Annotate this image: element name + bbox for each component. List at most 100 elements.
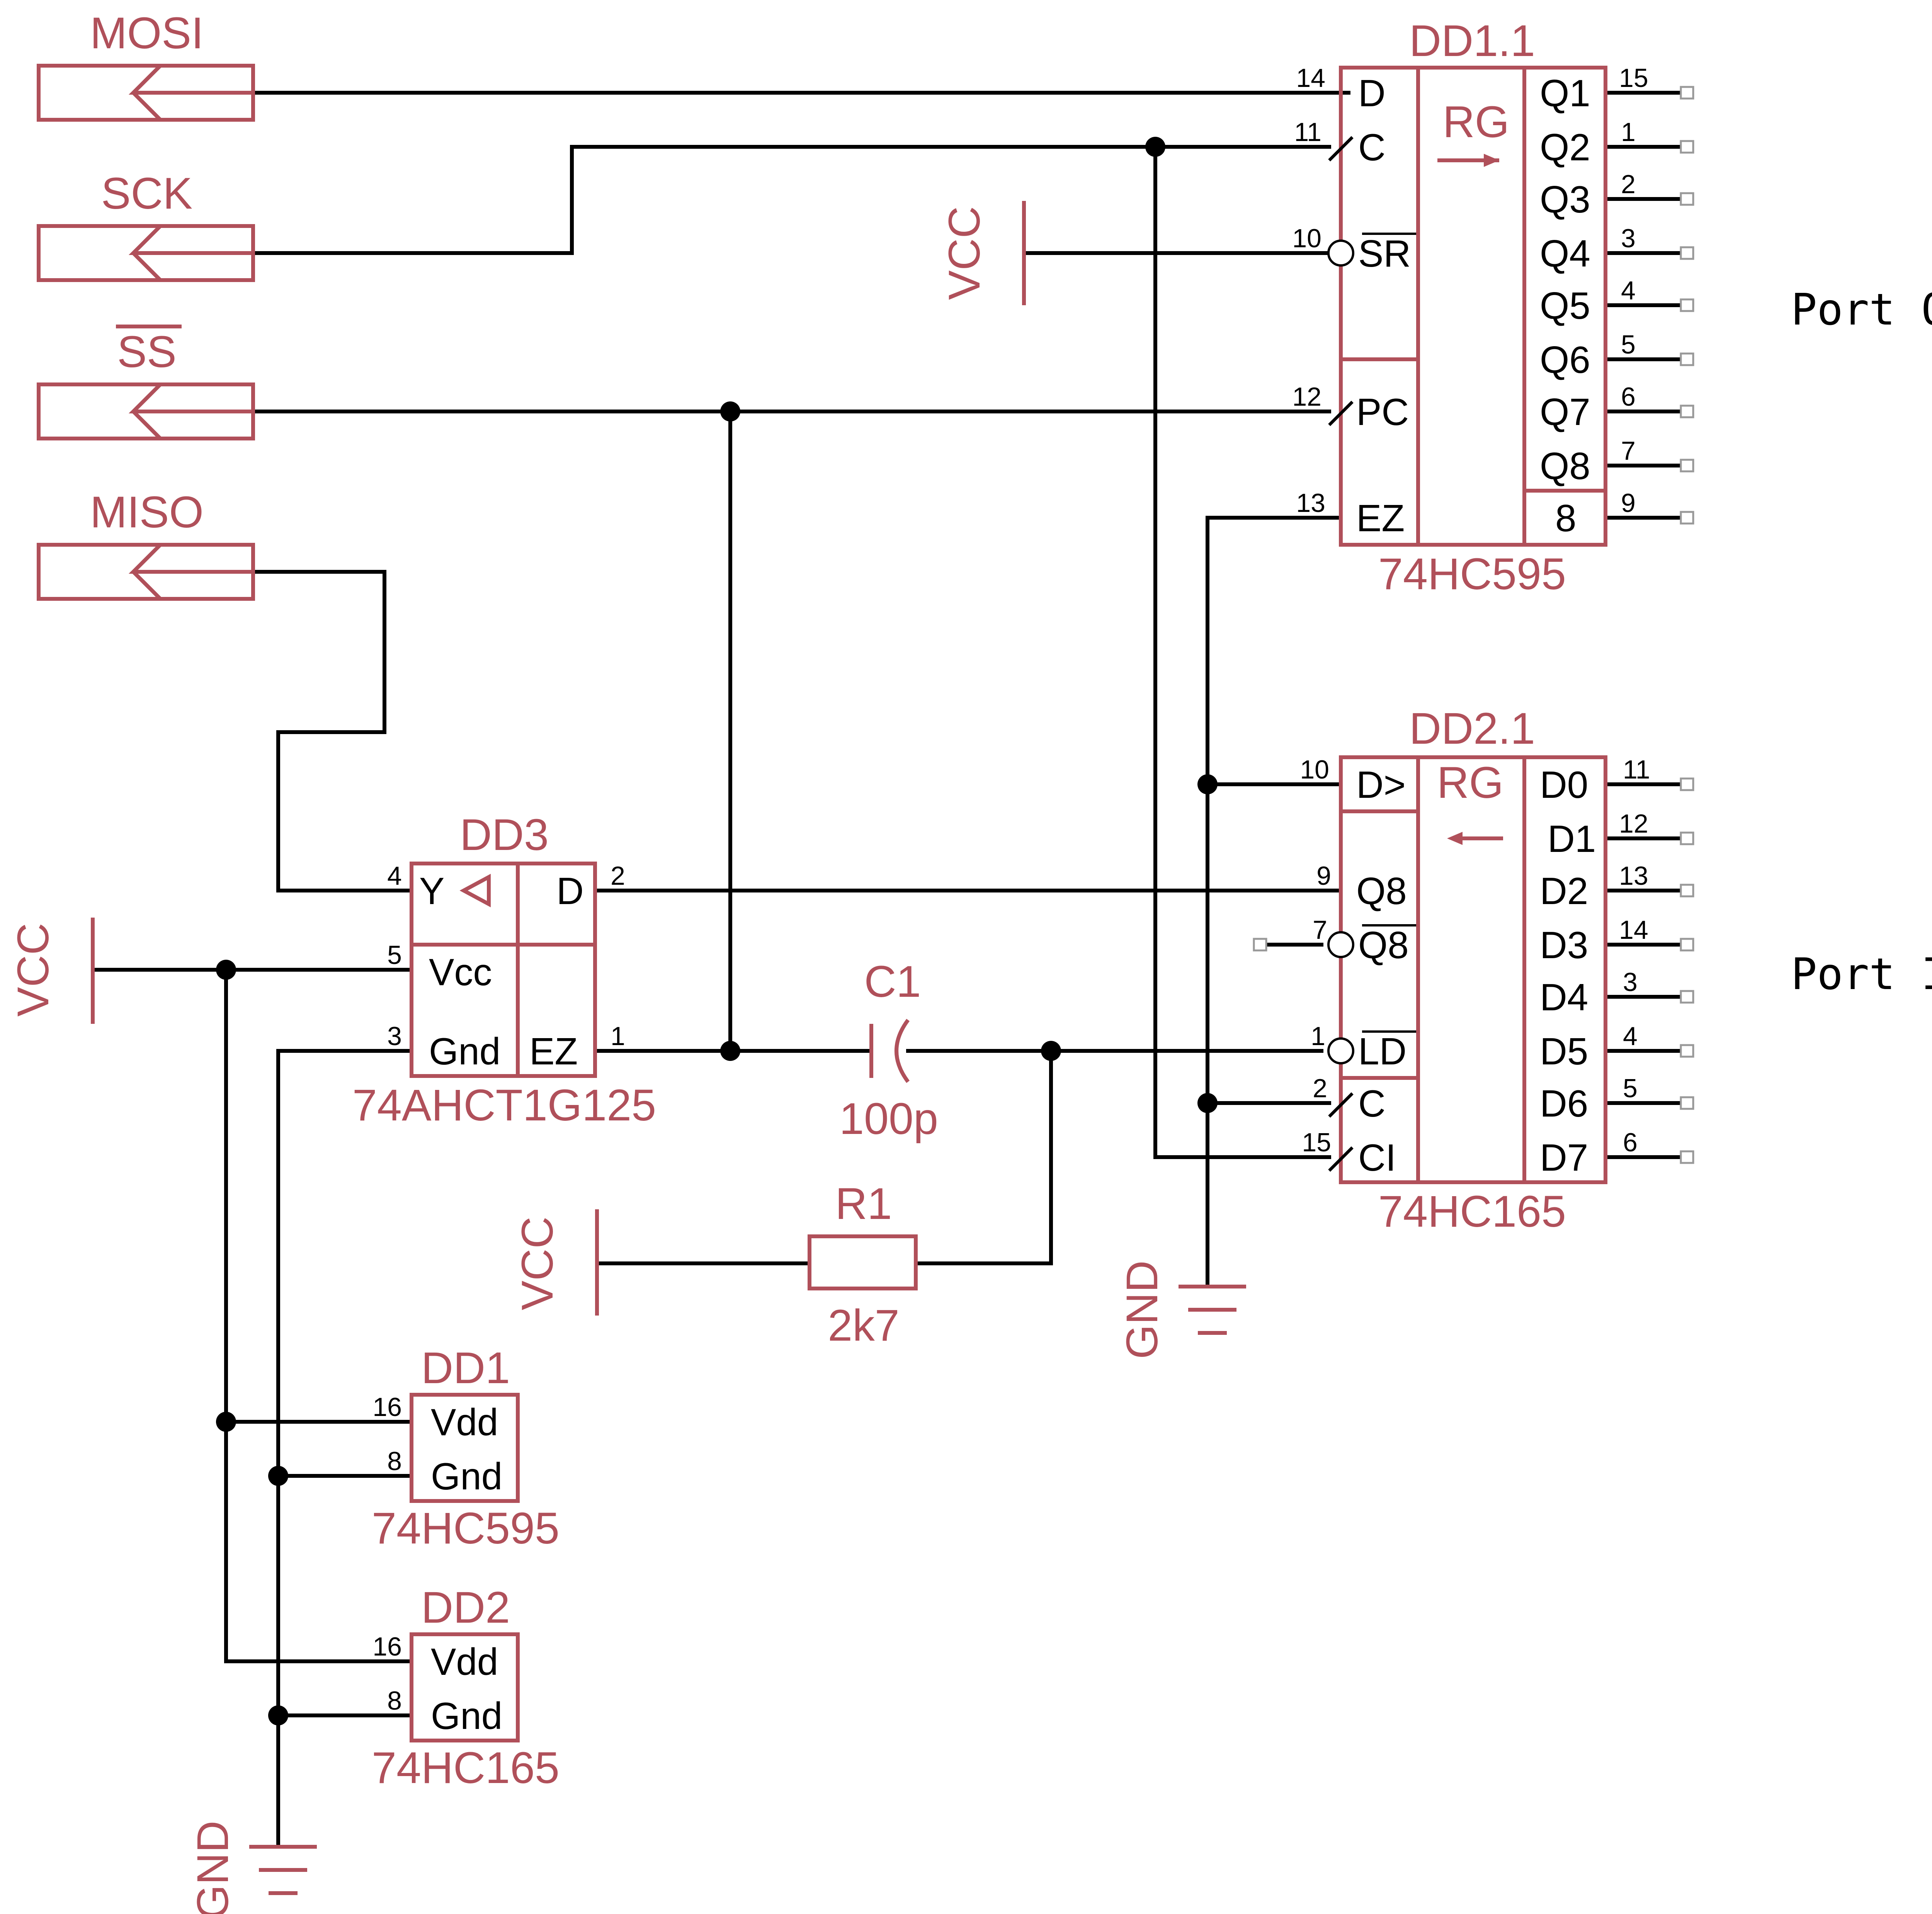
svg-text:SR: SR [1358, 232, 1411, 275]
chip-dd3: DD3 74AHCT1G125 Y Vcc Gnd D EZ 4 5 3 2 1 [352, 810, 656, 1130]
svg-text:2: 2 [1313, 1074, 1327, 1103]
port-sck: SCK [37, 169, 255, 282]
svg-text:Vdd: Vdd [431, 1401, 498, 1443]
svg-text:Q8: Q8 [1356, 870, 1407, 912]
svg-text:4: 4 [1623, 1022, 1638, 1051]
svg-text:2: 2 [1621, 170, 1636, 199]
svg-text:2: 2 [611, 861, 625, 891]
svg-text:Y: Y [419, 870, 444, 912]
svg-text:9: 9 [1621, 488, 1636, 518]
chip-dd3-part: 74AHCT1G125 [352, 1081, 656, 1130]
svg-text:10: 10 [1292, 224, 1321, 253]
gnd-symbol-left: GND [188, 1821, 317, 1914]
svg-text:Q3: Q3 [1540, 178, 1590, 221]
chip-dd21-func: RG [1437, 758, 1504, 807]
dd21-right-labels: D0 D1 D2 D3 D4 D5 D6 D7 [1540, 763, 1596, 1179]
svg-text:D7: D7 [1540, 1136, 1588, 1179]
svg-text:Vdd: Vdd [431, 1640, 498, 1683]
svg-text:GND: GND [1117, 1260, 1167, 1359]
svg-text:C: C [1358, 1082, 1386, 1125]
chip-dd11-func: RG [1443, 97, 1510, 147]
svg-text:Q8: Q8 [1540, 445, 1590, 487]
svg-text:6: 6 [1621, 382, 1636, 411]
resistor-r1: R1 2k7 [808, 1179, 918, 1350]
vcc-symbol-left: VCC [9, 918, 95, 1024]
svg-text:EZ: EZ [1356, 497, 1405, 539]
svg-text:Q4: Q4 [1540, 232, 1590, 275]
chip-dd21-name: DD2.1 [1409, 704, 1535, 753]
svg-text:11: 11 [1294, 117, 1321, 147]
chip-dd3-name: DD3 [460, 810, 549, 860]
svg-text:D2: D2 [1540, 870, 1588, 912]
svg-text:VCC: VCC [9, 923, 58, 1017]
svg-text:VCC: VCC [513, 1217, 562, 1311]
svg-text:VCC: VCC [940, 206, 989, 300]
svg-text:3: 3 [1621, 224, 1636, 253]
svg-text:D>: D> [1356, 763, 1406, 806]
svg-text:6: 6 [1623, 1128, 1638, 1157]
svg-text:D6: D6 [1540, 1082, 1588, 1125]
chip-dd21-part: 74HC165 [1378, 1187, 1566, 1236]
svg-text:5: 5 [1623, 1074, 1638, 1103]
chip-dd2-power: DD2 74HC165 Vdd Gnd 16 8 [372, 1583, 560, 1793]
chip-dd2-name: DD2 [421, 1583, 510, 1632]
svg-text:8: 8 [387, 1447, 402, 1476]
svg-text:8: 8 [387, 1686, 402, 1715]
chip-dd11: DD1.1 74HC595 RG [1327, 16, 1607, 599]
svg-text:7: 7 [1621, 436, 1636, 466]
svg-text:Vcc: Vcc [429, 951, 492, 993]
dd21-right-nums: 11 12 13 14 3 4 5 6 [1619, 755, 1650, 1157]
svg-text:1: 1 [611, 1022, 625, 1051]
svg-text:13: 13 [1296, 488, 1325, 518]
svg-text:5: 5 [1621, 330, 1636, 359]
svg-text:PC: PC [1356, 391, 1409, 433]
chip-dd1-name: DD1 [421, 1343, 510, 1393]
port-in-label: Port In [1791, 949, 1932, 999]
svg-text:16: 16 [372, 1632, 402, 1661]
svg-text:Q2: Q2 [1540, 126, 1590, 168]
svg-text:GND: GND [188, 1821, 238, 1914]
svg-text:D5: D5 [1540, 1030, 1588, 1073]
port-ss: SS [37, 325, 255, 440]
svg-text:Q7: Q7 [1540, 391, 1590, 433]
svg-text:C: C [1358, 126, 1386, 168]
chip-dd2-part: 74HC165 [372, 1743, 560, 1793]
dd11-left-labels: D C SR PC EZ [1356, 72, 1411, 539]
dd11-right-nums: 15 1 2 3 4 5 6 7 9 [1619, 63, 1648, 518]
svg-text:D: D [1358, 72, 1386, 114]
port-ss-label: SS [117, 327, 176, 377]
svg-text:Q6: Q6 [1540, 338, 1590, 381]
svg-text:3: 3 [387, 1022, 402, 1051]
c1-value: 100p [839, 1094, 938, 1144]
svg-text:1: 1 [1311, 1022, 1325, 1051]
svg-text:12: 12 [1292, 382, 1321, 411]
svg-text:9: 9 [1316, 861, 1331, 891]
svg-text:4: 4 [387, 861, 402, 891]
svg-text:11: 11 [1623, 755, 1650, 784]
gnd-symbol-right: GND [1117, 1260, 1246, 1359]
svg-text:15: 15 [1619, 63, 1648, 93]
svg-text:16: 16 [372, 1392, 402, 1422]
svg-text:1: 1 [1621, 117, 1636, 147]
chip-dd11-part: 74HC595 [1378, 549, 1566, 599]
c1-name: C1 [864, 957, 921, 1006]
svg-text:EZ: EZ [529, 1030, 578, 1073]
svg-text:8: 8 [1555, 497, 1577, 539]
r1-value: 2k7 [828, 1301, 899, 1350]
vcc-symbol-r1: VCC [513, 1209, 599, 1316]
svg-text:14: 14 [1619, 915, 1648, 945]
svg-text:LD: LD [1358, 1030, 1406, 1073]
port-out-label: Port Out [1791, 285, 1932, 335]
svg-text:3: 3 [1623, 967, 1638, 997]
pin-terminals [1253, 86, 1694, 1164]
svg-text:15: 15 [1302, 1128, 1331, 1157]
svg-text:Gnd: Gnd [431, 1695, 502, 1737]
chip-dd1-part: 74HC595 [372, 1504, 560, 1553]
svg-text:14: 14 [1296, 63, 1325, 93]
svg-text:Q5: Q5 [1540, 284, 1590, 327]
port-miso-label: MISO [90, 488, 204, 537]
svg-text:D1: D1 [1548, 818, 1596, 860]
r1-name: R1 [835, 1179, 892, 1229]
svg-text:Q1: Q1 [1540, 72, 1590, 114]
